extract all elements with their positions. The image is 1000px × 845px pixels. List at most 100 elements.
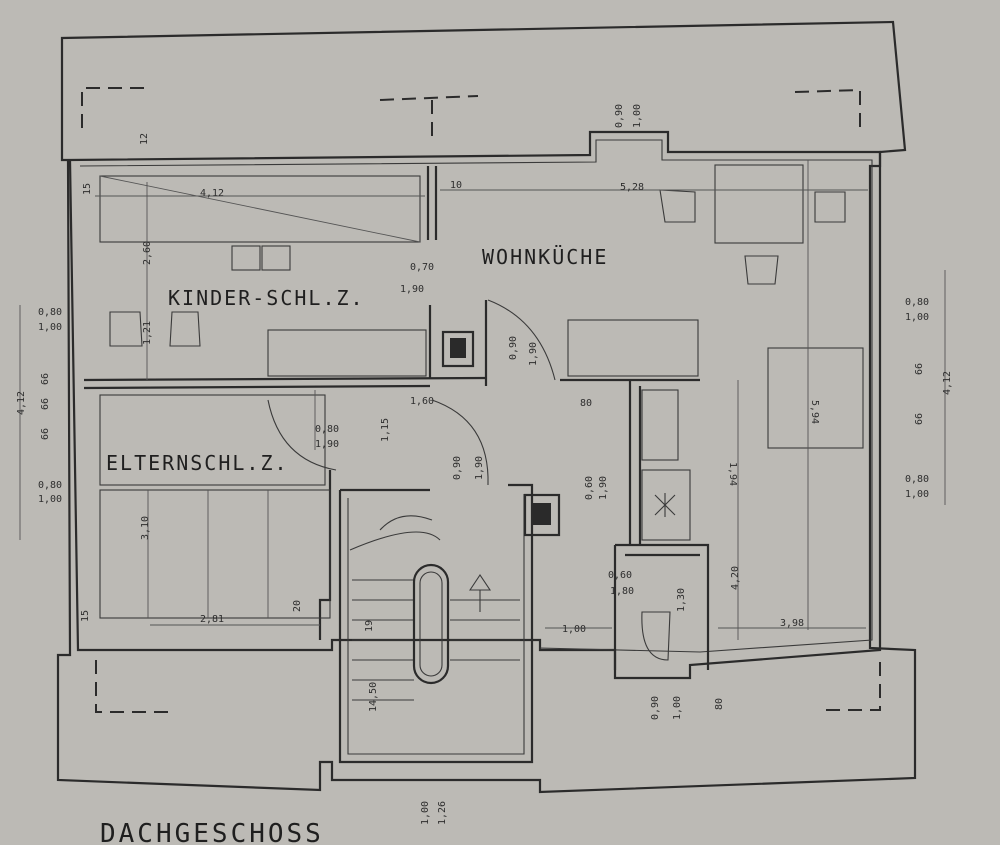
- dim-text: 0,80: [905, 474, 929, 485]
- kitchen-chair-2: [814, 191, 846, 223]
- dim-text: 0,90: [614, 104, 625, 128]
- dim-text: 1,00: [672, 696, 683, 720]
- dim-text: 4,12: [16, 391, 27, 415]
- dormer-bottom-right: [820, 662, 881, 711]
- dim-text: 4,12: [942, 371, 953, 395]
- dim-text: 0,80: [38, 480, 62, 491]
- dim-text: 0,80: [315, 424, 339, 435]
- wall-stair-inner: [347, 494, 525, 755]
- dim-text: 1,00: [38, 322, 62, 333]
- wall-chimney-1: [428, 300, 488, 386]
- dim-text: 1,90: [528, 342, 539, 366]
- wall-bath: [613, 543, 710, 670]
- dim-text: 1,00: [562, 624, 586, 635]
- dormer-top-right: [794, 88, 861, 128]
- dim-text: 66: [914, 363, 925, 375]
- wall-kinder-bottom: [83, 376, 487, 390]
- plan-title: DACHGESCHOSS: [100, 819, 324, 845]
- wall-stair-left: [338, 483, 534, 764]
- dim-text: 1,00: [632, 104, 643, 128]
- dim-text: 1,90: [400, 284, 424, 295]
- stair-well: [412, 563, 450, 685]
- door-arc-stair: [431, 399, 489, 486]
- kitchen-chair-3: [744, 255, 779, 285]
- dim-text: 2,60: [142, 241, 153, 265]
- room-label-wohnkueche: WOHNKÜCHE: [482, 245, 608, 269]
- outer-wall-inner: [79, 139, 873, 653]
- dim-text: 80: [580, 398, 592, 409]
- kinder-bed-bottom: [267, 329, 427, 377]
- dim-text: 1,90: [598, 476, 609, 500]
- dim-text: 19: [364, 620, 375, 632]
- wall-kitchen-sink: [560, 378, 700, 545]
- stair-spiral: [349, 531, 520, 701]
- dim-text: 4,12: [200, 188, 224, 199]
- outer-wall: [68, 130, 882, 680]
- chimney-lower: [523, 493, 561, 537]
- dormer-bottom-left: [95, 660, 176, 713]
- dim-text: 1,60: [410, 396, 434, 407]
- kinder-chair-1: [231, 245, 261, 271]
- dim-text: 0,80: [905, 297, 929, 308]
- kinder-chair-2: [261, 245, 291, 271]
- kinder-chair-4: [169, 311, 201, 347]
- toilet-icon: [641, 611, 671, 661]
- dim-text: 1,00: [905, 312, 929, 323]
- dim-text: 0,60: [608, 570, 632, 581]
- dim-text: 66: [914, 413, 925, 425]
- wall-kinder-wohn: [426, 166, 438, 240]
- kitchen-stove: [641, 469, 691, 541]
- dim-text: 1,90: [315, 439, 339, 450]
- dim-text: 0,60: [584, 476, 595, 500]
- chimney-upper: [441, 330, 475, 368]
- dim-text: 1,15: [380, 418, 391, 442]
- dim-text: 14,50: [368, 682, 379, 712]
- dim-text: 12: [139, 133, 150, 145]
- dim-text: 5,94: [809, 400, 820, 424]
- kinder-bed-top: [99, 175, 421, 243]
- dim-text: 15: [82, 183, 93, 195]
- dormer-top-mid: [379, 95, 479, 138]
- dim-text: 3,10: [140, 516, 151, 540]
- dim-text: 1,00: [420, 801, 431, 825]
- dim-text: 0,70: [410, 262, 434, 273]
- kinder-chair-3: [109, 311, 143, 347]
- dim-lines: [19, 160, 946, 640]
- dim-text: 0,90: [508, 336, 519, 360]
- dim-text: 10: [450, 180, 462, 191]
- dim-text: 1,90: [474, 456, 485, 480]
- stove-mark: [654, 493, 676, 517]
- door-arc-eltern: [267, 399, 337, 471]
- dim-text: 66: [40, 428, 51, 440]
- dim-text: 15: [80, 610, 91, 622]
- stair-arrow-icon: [468, 574, 492, 612]
- dim-text: 80: [714, 698, 725, 710]
- dim-text: 4,20: [730, 566, 741, 590]
- dim-text: 0,90: [452, 456, 463, 480]
- dim-text: 1,00: [38, 494, 62, 505]
- room-label-kinder: KINDER-SCHL.Z.: [168, 286, 365, 310]
- room-label-eltern: ELTERNSCHL.Z.: [106, 451, 289, 475]
- chimney-lower-flue: [533, 503, 551, 525]
- dim-text: 1,30: [676, 588, 687, 612]
- kitchen-sink: [641, 389, 679, 461]
- dim-text: 1,94: [727, 462, 738, 486]
- dim-text: 1,26: [437, 801, 448, 825]
- door-arc-kitchen: [487, 299, 556, 381]
- eltern-bed: [99, 489, 331, 619]
- kitchen-chair-1: [659, 189, 696, 223]
- dormer-top-left: [81, 87, 150, 128]
- dim-text: 0,90: [650, 696, 661, 720]
- dim-text: 20: [292, 600, 303, 612]
- dim-text: 3,98: [780, 618, 804, 629]
- stair-curve: [379, 515, 433, 531]
- dim-text: 1,21: [142, 321, 153, 345]
- kitchen-sideboard: [567, 319, 699, 377]
- dim-text: 66: [40, 398, 51, 410]
- dim-text: 1,80: [610, 586, 634, 597]
- eltern-wardrobe: [99, 394, 326, 486]
- chimney-upper-flue: [450, 338, 466, 358]
- dim-text: 0,80: [38, 307, 62, 318]
